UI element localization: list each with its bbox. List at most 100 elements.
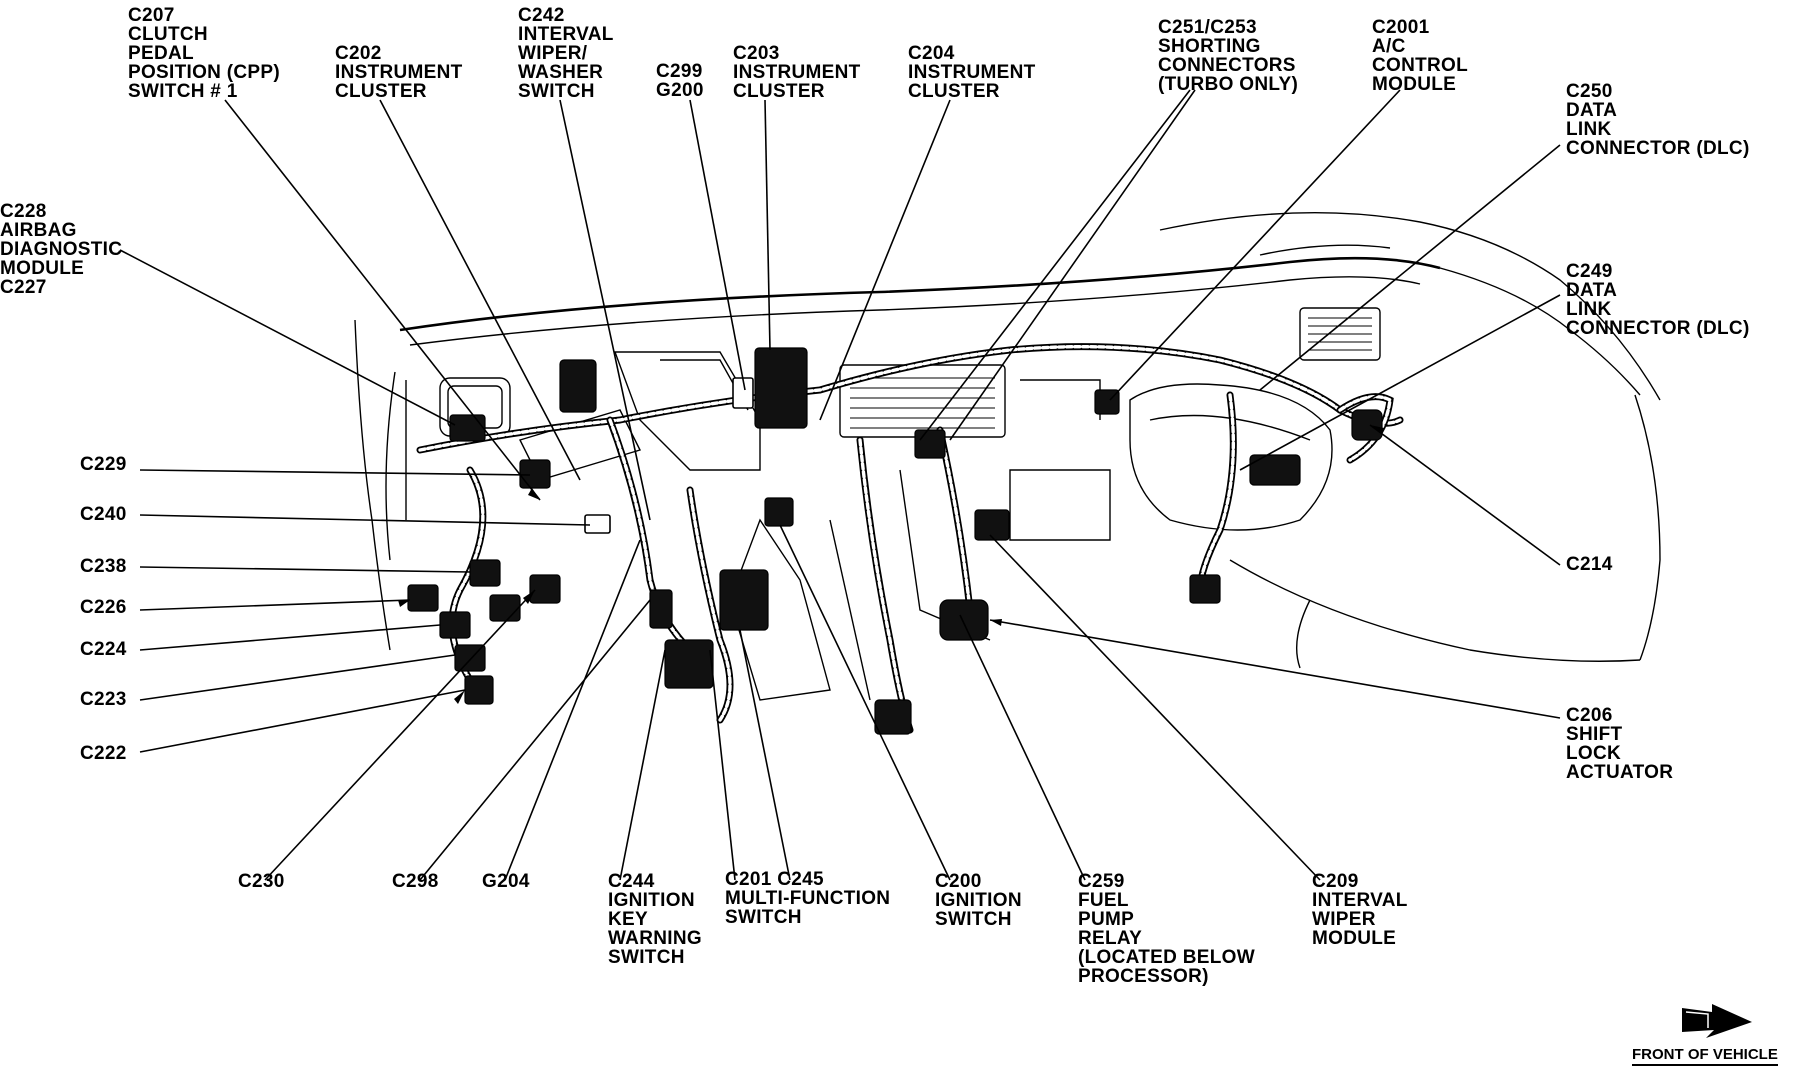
- connector-c203: [754, 347, 808, 429]
- label-line: DATA: [1566, 100, 1618, 121]
- label-c206: C206 SHIFT LOCK ACTUATOR: [1566, 706, 1673, 782]
- label-c240: C240: [80, 505, 127, 524]
- label-line: IGNITION: [608, 890, 695, 911]
- label-line: WARNING: [608, 928, 702, 949]
- label-line: KEY: [608, 909, 648, 930]
- label-line: INTERVAL: [518, 24, 614, 45]
- label-line: C202: [335, 43, 382, 64]
- label-c249: C249 DATA LINK CONNECTOR (DLC): [1566, 262, 1750, 338]
- label-line: CONNECTORS: [1158, 55, 1296, 76]
- label-line: G200: [656, 80, 704, 101]
- label-line: A/C: [1372, 36, 1406, 57]
- label-line: LINK: [1566, 299, 1612, 320]
- label-line: C230: [238, 871, 285, 892]
- label-line: CLUSTER: [908, 81, 1000, 102]
- label-line: C298: [392, 871, 439, 892]
- connector-c244: [664, 639, 714, 689]
- label-line: INSTRUMENT: [908, 62, 1036, 83]
- label-line: SWITCH: [725, 907, 802, 928]
- label-c244: C244 IGNITION KEY WARNING SWITCH: [608, 872, 702, 967]
- label-c251-c253: C251/C253 SHORTING CONNECTORS (TURBO ONL…: [1158, 18, 1298, 94]
- label-line: C207: [128, 5, 175, 26]
- label-line: WIPER/: [518, 43, 588, 64]
- label-line: C206: [1566, 705, 1613, 726]
- label-c298: C298: [392, 872, 439, 891]
- label-line: ACTUATOR: [1566, 762, 1674, 783]
- label-line: CLUTCH: [128, 24, 208, 45]
- leader-lines: [119, 89, 1561, 881]
- label-c214: C214: [1566, 555, 1613, 574]
- label-line: POSITION (CPP): [128, 62, 280, 83]
- connector-c230: [529, 574, 561, 604]
- label-c209: C209 INTERVAL WIPER MODULE: [1312, 872, 1408, 948]
- label-line: C299: [656, 61, 703, 82]
- connector-c223a: [489, 594, 521, 622]
- label-line: C250: [1566, 81, 1613, 102]
- label-c203: C203 INSTRUMENT CLUSTER: [733, 44, 861, 101]
- label-line: DIAGNOSTIC: [0, 239, 123, 260]
- label-line: C240: [80, 504, 127, 525]
- label-line: PEDAL: [128, 43, 194, 64]
- connector-c238: [469, 559, 501, 587]
- label-line: CONNECTOR (DLC): [1566, 318, 1750, 339]
- label-line: WASHER: [518, 62, 604, 83]
- label-line: C229: [80, 454, 127, 475]
- label-c200: C200 IGNITION SWITCH: [935, 872, 1022, 929]
- connector-c250: [1189, 574, 1221, 604]
- label-line: MULTI-FUNCTION: [725, 888, 891, 909]
- label-c201-c245: C201 C245 MULTI-FUNCTION SWITCH: [725, 870, 890, 927]
- connector-c224: [439, 611, 471, 639]
- label-line: C2001: [1372, 17, 1430, 38]
- connector-c206: [939, 599, 989, 641]
- label-line: CONTROL: [1372, 55, 1469, 76]
- label-line: C200: [935, 871, 982, 892]
- label-c250: C250 DATA LINK CONNECTOR (DLC): [1566, 82, 1750, 158]
- label-line: G204: [482, 871, 530, 892]
- label-c226: C226: [80, 598, 127, 617]
- label-line: C224: [80, 639, 127, 660]
- label-line: MODULE: [0, 258, 85, 279]
- label-line: INSTRUMENT: [335, 62, 463, 83]
- label-c207: C207 CLUTCH PEDAL POSITION (CPP) SWITCH …: [128, 6, 280, 101]
- connector-c298: [649, 589, 673, 629]
- label-line: IGNITION: [935, 890, 1022, 911]
- label-line: MODULE: [1372, 74, 1457, 95]
- label-line: C238: [80, 556, 127, 577]
- label-line: CLUSTER: [733, 81, 825, 102]
- label-line: DATA: [1566, 280, 1618, 301]
- label-line: SWITCH # 1: [128, 81, 238, 102]
- label-line: C228: [0, 201, 47, 222]
- front-arrow-icon: [1682, 1004, 1752, 1038]
- label-line: WIPER: [1312, 909, 1376, 930]
- label-c238: C238: [80, 557, 127, 576]
- label-line: INSTRUMENT: [733, 62, 861, 83]
- connector-c201: [719, 569, 769, 631]
- label-line: SHORTING: [1158, 36, 1261, 57]
- label-line: C242: [518, 5, 565, 26]
- label-c299-g200: C299 G200: [656, 62, 704, 100]
- label-c242: C242 INTERVAL WIPER/ WASHER SWITCH: [518, 6, 614, 101]
- connector-c209: [974, 509, 1010, 541]
- label-line: LINK: [1566, 119, 1612, 140]
- label-line: LOCK: [1566, 743, 1622, 764]
- connector-c245: [764, 497, 794, 527]
- label-line: C201 C245: [725, 869, 824, 890]
- label-line: C222: [80, 743, 127, 764]
- label-line: SHIFT: [1566, 724, 1623, 745]
- label-c230: C230: [238, 872, 285, 891]
- connector-c229: [519, 459, 551, 489]
- label-line: (TURBO ONLY): [1158, 74, 1299, 95]
- label-line: C251/C253: [1158, 17, 1257, 38]
- label-c204: C204 INSTRUMENT CLUSTER: [908, 44, 1036, 101]
- label-line: PUMP: [1078, 909, 1135, 930]
- label-line: RELAY: [1078, 928, 1143, 949]
- label-line: C227: [0, 277, 47, 298]
- label-line: SWITCH: [935, 909, 1012, 930]
- connector-c240: [584, 514, 611, 534]
- label-line: C259: [1078, 871, 1125, 892]
- label-c229: C229: [80, 455, 127, 474]
- label-c228: C228 AIRBAG DIAGNOSTIC MODULE C227: [0, 202, 122, 297]
- label-c222: C222: [80, 744, 127, 763]
- label-line: FUEL: [1078, 890, 1129, 911]
